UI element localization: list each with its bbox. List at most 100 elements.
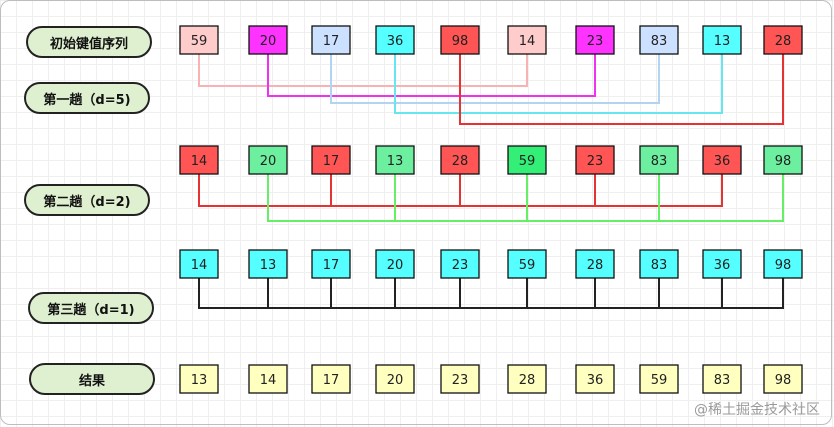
key-value: 13	[191, 373, 208, 388]
key-box: 13	[248, 249, 288, 279]
key-box-rect	[248, 249, 288, 279]
key-box-rect	[179, 25, 219, 55]
key-box-rect	[311, 25, 351, 55]
key-box: 59	[507, 249, 547, 279]
key-box-rect	[440, 25, 480, 55]
key-value: 83	[651, 258, 668, 273]
key-value: 14	[519, 34, 536, 49]
key-box: 23	[575, 25, 615, 55]
key-box-rect	[575, 249, 615, 279]
key-value: 13	[387, 154, 404, 169]
key-value: 13	[714, 34, 731, 49]
key-box: 17	[311, 364, 351, 394]
key-value: 59	[651, 373, 668, 388]
key-box: 83	[702, 364, 742, 394]
key-value: 20	[387, 373, 404, 388]
key-box-rect	[375, 145, 415, 175]
key-box-rect	[179, 145, 219, 175]
key-box: 98	[763, 249, 803, 279]
label-pass-2: 第二趟（d=2)	[24, 184, 150, 216]
key-box: 59	[639, 364, 679, 394]
key-box-rect	[702, 145, 742, 175]
key-value: 17	[323, 258, 340, 273]
key-box-rect	[440, 249, 480, 279]
label-pass-3: 第三趟（d=1)	[28, 292, 154, 324]
key-value: 98	[775, 154, 792, 169]
key-value: 23	[587, 34, 604, 49]
key-box: 36	[375, 25, 415, 55]
key-box-rect	[702, 364, 742, 394]
key-box-rect	[702, 25, 742, 55]
key-box-rect	[575, 145, 615, 175]
key-value: 98	[452, 34, 469, 49]
key-box-rect	[507, 145, 547, 175]
connector-group	[198, 174, 723, 207]
key-box: 98	[763, 364, 803, 394]
key-value: 36	[714, 258, 731, 273]
key-box: 28	[440, 145, 480, 175]
key-value: 59	[519, 258, 536, 273]
key-value: 36	[587, 373, 604, 388]
key-box-rect	[639, 249, 679, 279]
key-box: 98	[440, 25, 480, 55]
key-box-rect	[639, 25, 679, 55]
key-box-rect	[507, 249, 547, 279]
key-box-rect	[248, 145, 288, 175]
key-box-rect	[575, 364, 615, 394]
key-box: 20	[375, 364, 415, 394]
connector-group	[267, 54, 596, 97]
key-value: 20	[260, 34, 277, 49]
key-value: 14	[260, 373, 277, 388]
key-box: 14	[179, 145, 219, 175]
key-value: 83	[651, 34, 668, 49]
key-box: 13	[702, 25, 742, 55]
key-value: 83	[651, 154, 668, 169]
key-box: 14	[248, 364, 288, 394]
key-box: 13	[179, 364, 219, 394]
key-box-rect	[375, 25, 415, 55]
key-value: 20	[387, 258, 404, 273]
key-box: 28	[575, 249, 615, 279]
key-box: 28	[763, 25, 803, 55]
key-box-rect	[575, 25, 615, 55]
key-box-rect	[763, 249, 803, 279]
key-box-rect	[639, 145, 679, 175]
key-box-rect	[440, 364, 480, 394]
connector-group	[394, 54, 723, 114]
key-box-rect	[311, 364, 351, 394]
watermark: @稀土掘金技术社区	[694, 402, 820, 418]
key-value: 14	[191, 154, 208, 169]
key-box: 83	[639, 145, 679, 175]
key-box: 59	[179, 25, 219, 55]
key-value: 36	[714, 154, 731, 169]
key-box-rect	[311, 145, 351, 175]
key-box: 20	[248, 145, 288, 175]
key-box: 14	[179, 249, 219, 279]
key-box: 28	[507, 364, 547, 394]
key-box: 14	[507, 25, 547, 55]
key-value: 28	[587, 258, 604, 273]
key-box: 17	[311, 145, 351, 175]
key-box-rect	[375, 364, 415, 394]
connector-group	[330, 54, 660, 104]
key-value: 59	[519, 154, 536, 169]
key-value: 83	[714, 373, 731, 388]
key-box: 23	[575, 145, 615, 175]
key-box-rect	[507, 25, 547, 55]
key-value: 28	[519, 373, 536, 388]
label-result: 结果	[29, 363, 155, 395]
key-box-rect	[311, 249, 351, 279]
key-box: 98	[763, 145, 803, 175]
key-box-rect	[507, 364, 547, 394]
key-value: 13	[260, 258, 277, 273]
key-box-rect	[763, 25, 803, 55]
connector-group	[198, 278, 784, 309]
key-box: 23	[440, 249, 480, 279]
label-pass-1: 第一趟（d=5)	[24, 82, 150, 114]
key-value: 23	[452, 373, 469, 388]
key-box-rect	[702, 249, 742, 279]
key-box: 83	[639, 249, 679, 279]
key-box-rect	[375, 249, 415, 279]
